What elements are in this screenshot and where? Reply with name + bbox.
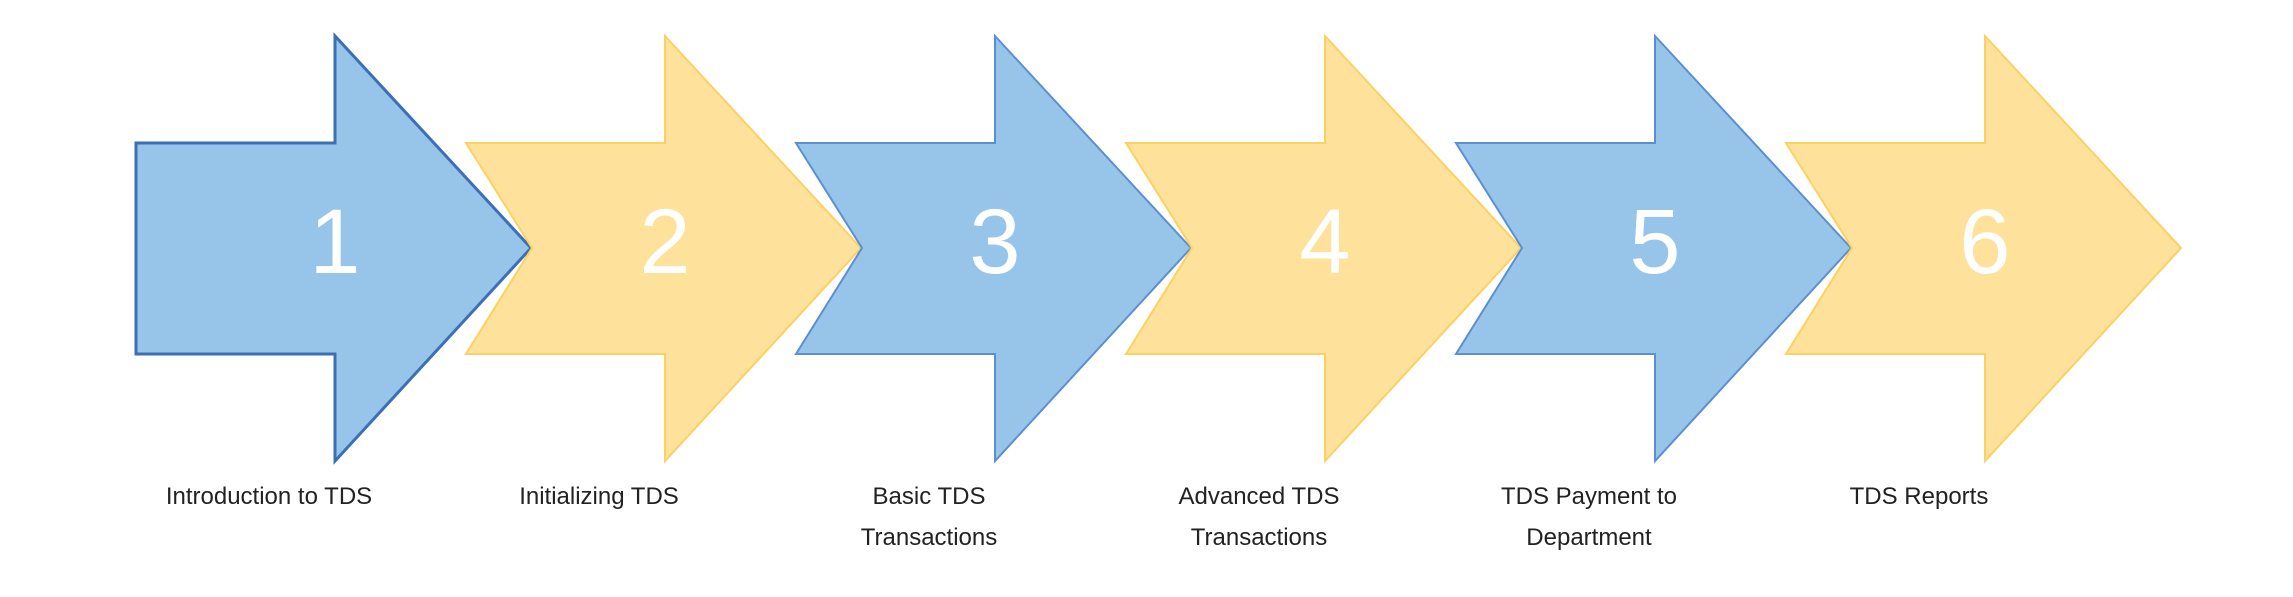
step-number: 6 [1959,191,2010,293]
step-label: TDS Payment to [1501,483,1677,510]
arrow-shape [1124,33,1523,464]
step-number: 3 [969,191,1020,293]
step-number: 1 [309,191,360,293]
step-label: Basic TDS [873,483,986,510]
step-label: Initializing TDS [519,483,679,510]
arrow-shape [464,33,863,464]
step-number: 5 [1629,191,1680,293]
step-number: 2 [639,191,690,293]
arrow-shape [1454,33,1853,464]
step-label: TDS Reports [1850,483,1989,510]
step-label: Introduction to TDS [166,483,372,510]
arrow-shape [134,32,534,465]
arrow-shape [794,33,1193,464]
arrow-shape [1784,33,2183,464]
step-label: Advanced TDS [1179,483,1340,510]
step-number: 4 [1299,191,1350,293]
step-label: Transactions [861,524,998,551]
step-label: Department [1526,524,1652,551]
step-label: Transactions [1191,524,1328,551]
